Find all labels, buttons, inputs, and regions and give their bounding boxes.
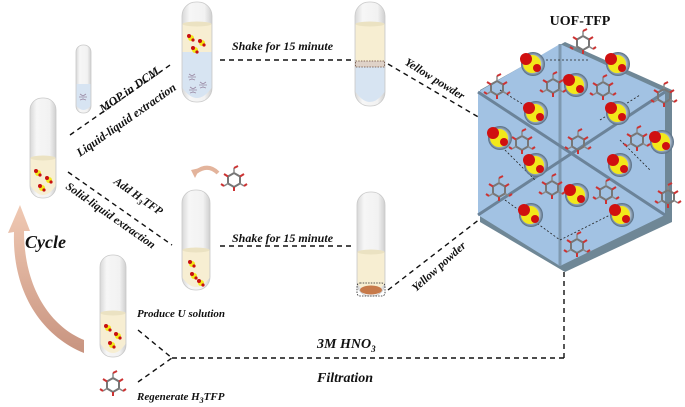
yellow-powder-interface bbox=[355, 60, 385, 68]
test-tube-mop-dcm bbox=[75, 44, 92, 114]
yellow-powder-precipitate bbox=[360, 285, 382, 295]
test-tube-start bbox=[29, 97, 57, 199]
test-tube-solid-liquid bbox=[181, 189, 211, 291]
test-tube-shaken-solid bbox=[356, 191, 386, 297]
add-arrow-icon bbox=[191, 168, 200, 178]
h3tfp-molecule-regenerated bbox=[99, 370, 127, 397]
shake-label-top: Shake for 15 minute bbox=[232, 39, 334, 53]
test-tube-produce-u bbox=[99, 254, 127, 358]
test-tube-liquid-liquid bbox=[181, 1, 213, 103]
h3tfp-molecule-add bbox=[191, 165, 248, 192]
uof-tfp-framework bbox=[477, 28, 682, 272]
connector-lines bbox=[67, 59, 565, 383]
tfp-molecule-icon bbox=[99, 370, 127, 397]
test-tube-shaken-liquid bbox=[354, 1, 386, 107]
solid-liquid-extraction-label: Solid-liquid extraction bbox=[63, 181, 157, 252]
tfp-molecule-icon bbox=[220, 165, 248, 192]
yellow-powder-label-top: Yellow powder bbox=[402, 56, 467, 103]
regenerate-h3tfp-label: Regenerate H3TFP bbox=[136, 391, 225, 405]
cycle-arrow bbox=[8, 205, 84, 353]
produce-u-solution-label: Produce U solution bbox=[137, 308, 225, 320]
hno3-label: 3M HNO3 bbox=[316, 337, 376, 354]
cycle-label: Cycle bbox=[25, 232, 66, 252]
filtration-label: Filtration bbox=[316, 371, 373, 386]
framework-title: UOF-TFP bbox=[550, 14, 611, 29]
uranyl-nodes bbox=[487, 52, 674, 227]
shake-label-bottom: Shake for 15 minute bbox=[232, 231, 334, 245]
